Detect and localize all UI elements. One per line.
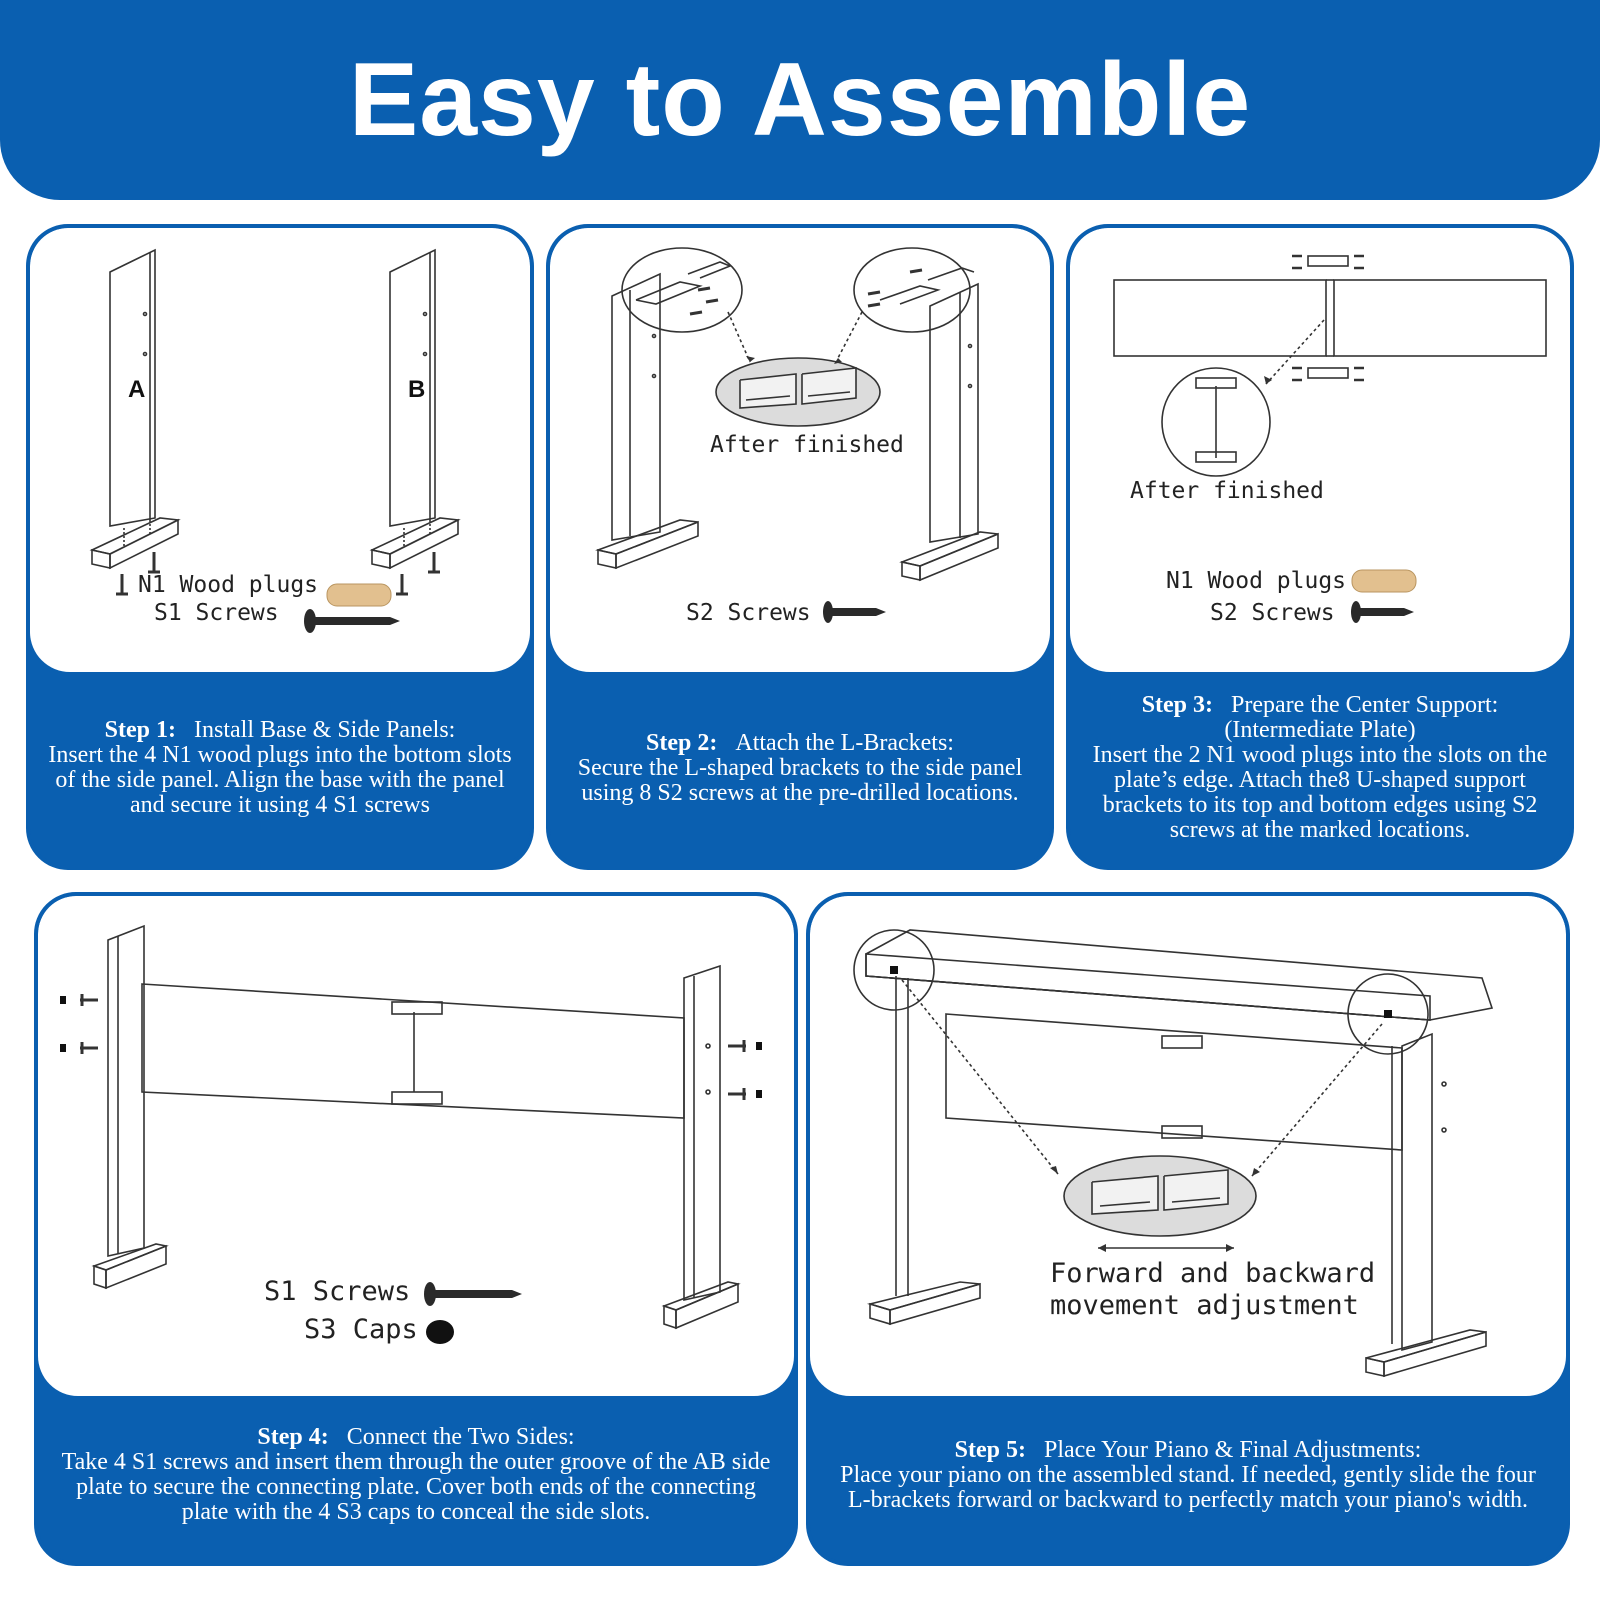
step-4-card: S1 Screws S3 Caps Step 4: Connect the Two…: [34, 892, 798, 1566]
step-2-description: Step 2: Attach the L-Brackets: Secure the…: [550, 670, 1050, 866]
screw-icon: [424, 1282, 522, 1306]
step-2-heading: Attach the L-Brackets:: [735, 729, 954, 756]
step-4-body: Take 4 S1 screws and insert them through…: [61, 1449, 771, 1525]
step-3-subheading: (Intermediate Plate): [1224, 717, 1416, 743]
part-label-wood-plugs: N1 Wood plugs: [138, 572, 319, 598]
step-2-card: After finished S2 Screws Step 2: Attach t…: [546, 224, 1054, 870]
callout-line-1: Forward and backward: [1050, 1258, 1376, 1289]
piano-stand-drawing: [853, 929, 1494, 1378]
step-1-body: Insert the 4 N1 wood plugs into the bott…: [48, 742, 512, 818]
step-5-card: Forward and backward movement adjustment…: [806, 892, 1570, 1566]
step-3-illustration: After finished N1 Wood plugs S2 Screws: [1070, 228, 1570, 672]
step-5-description: Step 5: Place Your Piano & Final Adjustme…: [810, 1388, 1566, 1562]
part-label-s2-screws: S2 Screws: [686, 600, 811, 626]
step-1-label: Step 1:: [104, 717, 177, 743]
title-banner: Easy to Assemble: [0, 0, 1600, 200]
cap-icon: [426, 1320, 454, 1344]
step-1-heading: Install Base & Side Panels:: [194, 717, 456, 743]
step-4-label: Step 4:: [257, 1424, 329, 1450]
step-1-description: Step 1: Install Base & Side Panels: Inser…: [30, 670, 530, 866]
step-3-description: Step 3: Prepare the Center Support: (Inte…: [1070, 670, 1570, 866]
panel-a-label: A: [128, 376, 146, 403]
step-2-illustration: After finished S2 Screws: [550, 228, 1050, 672]
step-5-illustration: Forward and backward movement adjustment: [810, 896, 1566, 1396]
step-2-body: Secure the L-shaped brackets to the side…: [577, 754, 1023, 806]
connect-sides-drawing: [60, 924, 762, 1344]
part-label-s1-screws: S1 Screws: [154, 600, 279, 626]
panel-b-label: B: [408, 376, 426, 403]
step-1-illustration: A B N1 Wood plugs S1 Screws: [30, 228, 530, 672]
screw-icon: [823, 601, 886, 623]
step-5-label: Step 5:: [954, 1436, 1026, 1463]
step-3-heading: Prepare the Center Support:: [1231, 692, 1499, 718]
screw-icon: [304, 609, 400, 633]
callout-after-finished: After finished: [1130, 478, 1324, 504]
center-support-drawing: [1113, 254, 1547, 623]
callout-after-finished: After finished: [710, 432, 904, 458]
step-1-card: A B N1 Wood plugs S1 Screws Step 1: Insta…: [26, 224, 534, 870]
step-4-description: Step 4: Connect the Two Sides: Take 4 S1 …: [38, 1388, 794, 1562]
l-brackets-drawing: [595, 247, 999, 623]
step-4-heading: Connect the Two Sides:: [346, 1424, 575, 1450]
step-3-card: After finished N1 Wood plugs S2 Screws S…: [1066, 224, 1574, 870]
page-title: Easy to Assemble: [348, 41, 1252, 158]
screw-icon: [1351, 601, 1414, 623]
step-2-label: Step 2:: [646, 729, 718, 756]
part-label-s2-screws: S2 Screws: [1210, 600, 1335, 626]
part-label-s3-caps: S3 Caps: [304, 1314, 418, 1345]
step-3-label: Step 3:: [1141, 692, 1214, 718]
step-3-body: Insert the 2 N1 wood plugs into the slot…: [1092, 742, 1548, 843]
part-label-s1-screws: S1 Screws: [264, 1276, 411, 1307]
step-5-body: Place your piano on the assembled stand.…: [840, 1461, 1536, 1513]
callout-line-2: movement adjustment: [1050, 1290, 1359, 1321]
side-panels-drawing: [89, 248, 461, 633]
part-label-wood-plugs: N1 Wood plugs: [1166, 568, 1347, 594]
step-5-heading: Place Your Piano & Final Adjustments:: [1043, 1436, 1422, 1463]
step-4-illustration: S1 Screws S3 Caps: [38, 896, 794, 1396]
